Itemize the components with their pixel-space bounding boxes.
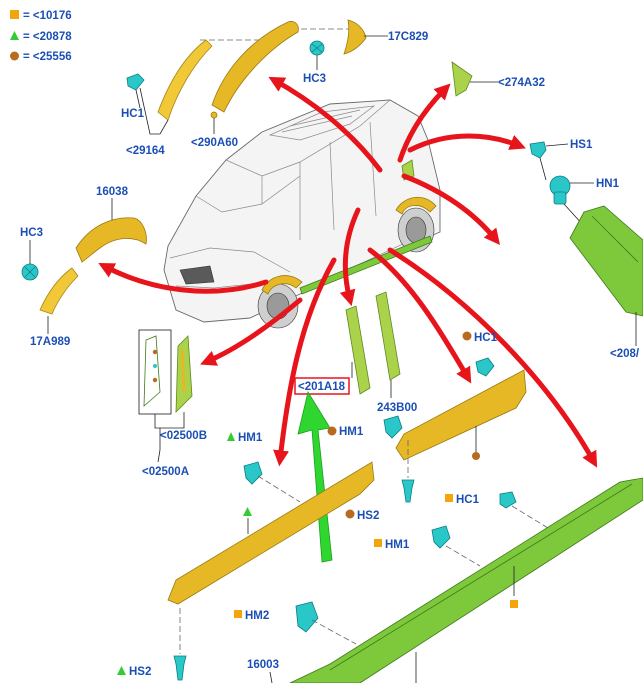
moulding-208-part[interactable] [569,205,643,317]
legend-square-icon [10,10,19,19]
moulding-274A32-part[interactable] [451,61,473,97]
moulding-290A60-part[interactable] [211,21,299,113]
rocker-16003-square-icon [510,600,518,608]
label-02500B[interactable]: <02500B [160,430,207,442]
legend-triangle-icon [10,31,19,40]
fastener-hs1-part[interactable] [529,141,547,181]
hm1-c-square-icon [374,539,382,547]
label-hs2-a[interactable]: HS2 [357,510,379,522]
label-hn1[interactable]: HN1 [596,178,620,190]
door-moulding-right-part[interactable] [395,369,527,461]
label-hm1-b[interactable]: HM1 [339,426,364,438]
label-208[interactable]: <208/ [610,348,640,360]
label-hs2-b[interactable]: HS2 [129,666,151,678]
moulding-16038-part[interactable] [75,217,147,263]
moulding-290A60-clip [210,111,218,119]
label-17C829[interactable]: 17C829 [388,31,428,43]
rocker-left-triangle-icon [243,507,252,516]
alignment-line-top [200,28,350,41]
label-hs1[interactable]: HS1 [570,139,593,151]
label-hm2[interactable]: HM2 [245,610,269,622]
label-hm1-a[interactable]: HM1 [238,432,263,444]
label-16003[interactable]: 16003 [247,659,279,671]
hc1-right-dot-icon [462,331,472,341]
legend-label-circle: = <25556 [23,51,72,63]
label-29164[interactable]: <29164 [126,145,165,157]
label-hc1-left[interactable]: HC1 [121,108,145,120]
label-201A18[interactable]: <201A18 [298,381,346,393]
hm1-b-dot-icon [327,426,337,436]
clip-hc1-right-part[interactable] [475,357,495,377]
clip-hm2-part[interactable] [295,601,319,633]
label-243B00[interactable]: 243B00 [377,402,417,414]
hm2-square-icon [234,610,242,618]
hs2-b-triangle-icon [117,666,126,675]
fastener-hn1-part[interactable] [549,175,571,205]
clip-hc1-left-part[interactable] [126,73,145,91]
legend: = <10176 = <20878 = <25556 [10,10,72,63]
clip-hc1-c-part[interactable] [499,491,517,509]
rocker-moulding-left-part[interactable] [167,461,375,605]
label-hc1-right[interactable]: HC1 [474,332,498,344]
vehicle-illustration [163,99,441,329]
legend-label-triangle: = <20878 [23,31,72,43]
rocker-moulding-16003-part[interactable] [289,477,643,683]
label-16038[interactable]: 16038 [96,186,129,198]
label-290A60[interactable]: <290A60 [191,137,238,149]
green-arrow [297,390,333,563]
screw-hs2-b-part[interactable] [173,655,187,681]
applique-dot-3 [152,377,158,383]
label-hm1-c[interactable]: HM1 [385,539,410,551]
applique-dot-1 [152,349,158,355]
clip-hm1-b-part[interactable] [383,415,403,439]
moulding-17A989-part[interactable] [39,267,79,315]
hc1-c-square-icon [445,494,453,502]
moulding-201A18-part[interactable] [345,305,371,395]
screw-hs2-a-part[interactable] [401,479,415,503]
callout-arrows [98,76,598,563]
highlight-box-201A18 [294,377,350,395]
label-274A32[interactable]: <274A32 [498,77,545,89]
label-hc3-top[interactable]: HC3 [303,73,326,85]
label-02500A[interactable]: <02500A [142,466,189,478]
door-moulding-right-dot [472,452,480,460]
clip-hm1-a-part[interactable] [243,461,263,485]
hs2-a-dot-icon [345,509,355,519]
applique-dot-2 [153,364,157,368]
hm1-a-triangle-icon [227,432,235,441]
clip-hm1-c-part[interactable] [431,525,451,549]
legend-circle-icon [10,51,19,61]
moulding-17C829-part[interactable] [343,19,367,55]
label-hc1-c[interactable]: HC1 [456,494,480,506]
moulding-243B00-part[interactable] [375,291,401,381]
legend-label-square: = <10176 [23,10,72,22]
label-17A989[interactable]: 17A989 [30,336,70,348]
label-hc3-left[interactable]: HC3 [20,227,43,239]
applique-02500A-part[interactable] [143,335,161,407]
moulding-29164-part[interactable] [157,39,213,121]
